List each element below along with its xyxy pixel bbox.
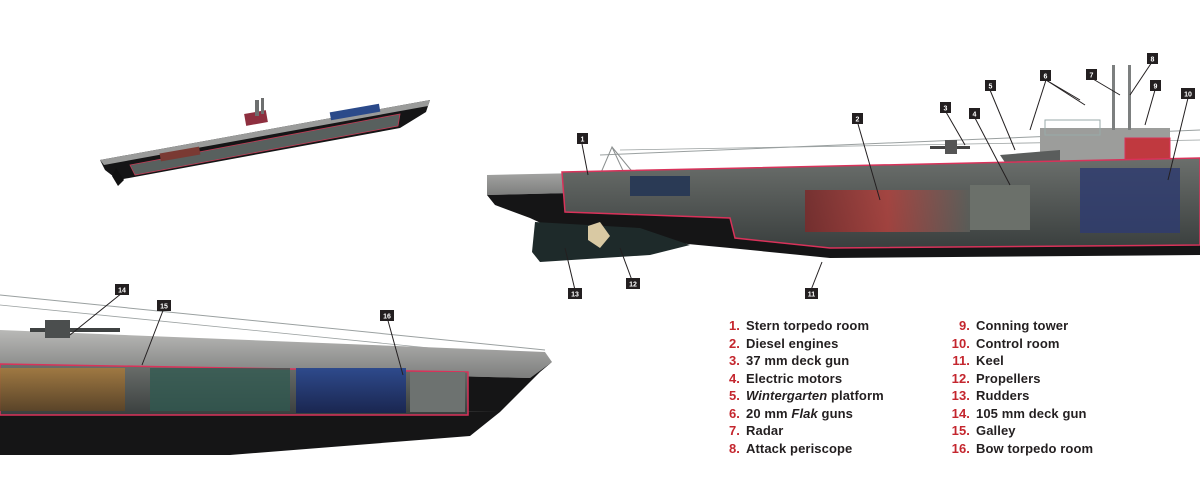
callout-11: 11: [805, 288, 818, 299]
svg-text:3: 3: [944, 106, 948, 113]
callout-5: 5: [985, 80, 996, 91]
overview-submarine: [100, 98, 430, 186]
callout-leaders: [69, 61, 1189, 376]
callout-3: 3: [940, 102, 951, 113]
legend-item: 12.Propellers: [951, 370, 1041, 386]
callout-9: 9: [1150, 80, 1161, 91]
legend-item: 16.Bow torpedo room: [951, 440, 1094, 456]
svg-text:5: 5: [989, 84, 993, 91]
callout-15: 15: [157, 300, 171, 311]
callout-10: 10: [1181, 88, 1195, 99]
svg-text:8: 8: [1151, 57, 1155, 64]
callout-13: 13: [568, 288, 582, 299]
svg-text:9: 9: [1154, 84, 1158, 91]
svg-text:15: 15: [160, 304, 168, 311]
legend-item: 14.105 mm deck gun: [951, 405, 1087, 421]
legend-item: 6.20 mm Flak guns: [728, 405, 853, 421]
svg-text:16: 16: [383, 314, 391, 321]
svg-text:14: 14: [118, 288, 126, 295]
svg-text:11: 11: [808, 292, 816, 299]
callout-7: 7: [1086, 69, 1097, 80]
legend-item: 5.Wintergarten platform: [728, 388, 884, 403]
legend-item: 8.Attack periscope: [728, 440, 853, 456]
legend-item: 13.Rudders: [951, 388, 1030, 403]
stern-section-cutaway: [487, 65, 1200, 262]
callout-12: 12: [626, 278, 640, 289]
callout-6: 6: [1040, 70, 1051, 81]
callout-2: 2: [852, 113, 863, 124]
svg-text:6: 6: [1044, 74, 1048, 81]
svg-text:12: 12: [629, 282, 637, 289]
callout-16: 16: [380, 310, 394, 321]
svg-text:7: 7: [1090, 73, 1094, 80]
callout-4: 4: [969, 108, 980, 119]
bow-section-cutaway: [0, 294, 552, 455]
callout-1: 1: [577, 133, 588, 144]
legend-item: 11.Keel: [952, 353, 1004, 368]
legend-item: 15.Galley: [951, 423, 1016, 438]
legend-column-right: 9.Conning tower 10.Control room 11.Keel …: [940, 318, 1120, 458]
svg-text:2: 2: [856, 117, 860, 124]
legend: 1.Stern torpedo room 2.Diesel engines 3.…: [722, 318, 1120, 458]
legend-item: 3.37 mm deck gun: [728, 353, 850, 368]
callout-8: 8: [1147, 53, 1158, 64]
svg-text:13: 13: [571, 292, 579, 299]
legend-item: 2.Diesel engines: [728, 335, 839, 351]
svg-text:10: 10: [1184, 92, 1192, 99]
legend-item: 10.Control room: [951, 335, 1060, 351]
legend-item: 7.Radar: [728, 423, 784, 438]
callout-14: 14: [115, 284, 129, 295]
legend-column-left: 1.Stern torpedo room 2.Diesel engines 3.…: [722, 318, 940, 458]
svg-text:4: 4: [973, 112, 977, 119]
legend-item: 9.Conning tower: [958, 318, 1069, 333]
legend-item: 4.Electric motors: [728, 370, 843, 386]
svg-text:1: 1: [581, 137, 585, 144]
legend-item: 1.Stern torpedo room: [728, 318, 870, 333]
